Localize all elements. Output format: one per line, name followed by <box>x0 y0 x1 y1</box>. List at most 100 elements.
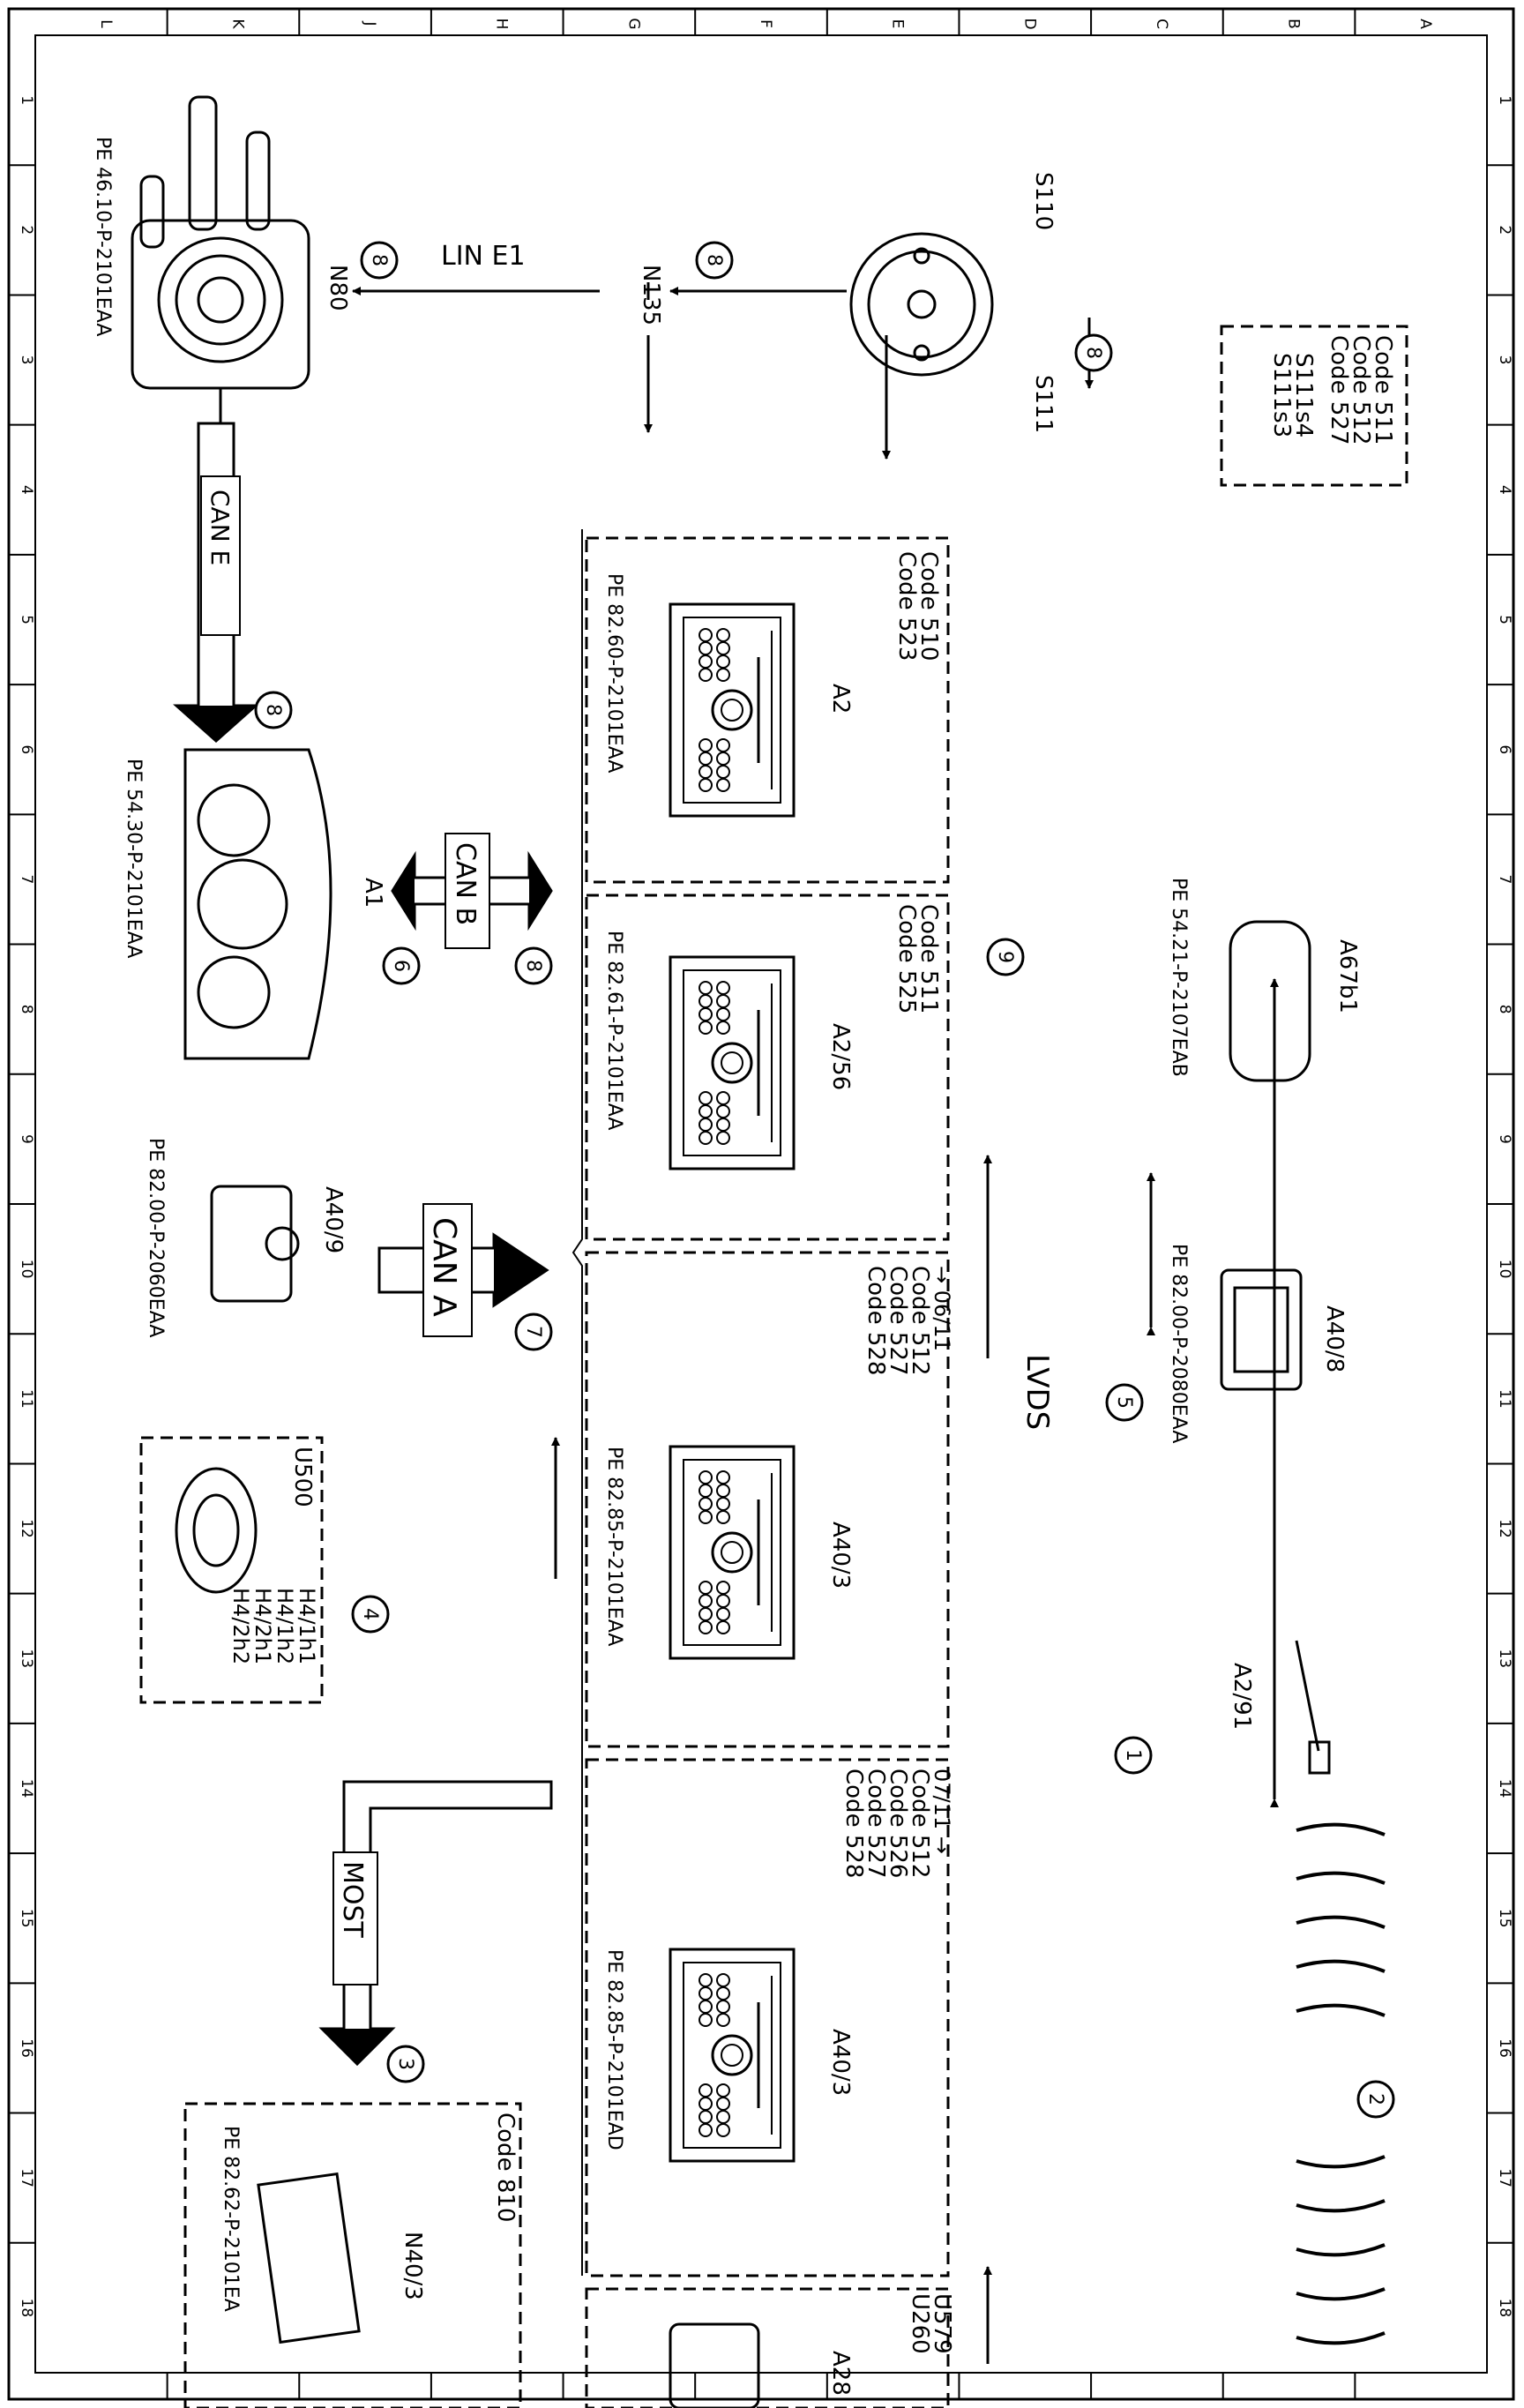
frame-col-number: 8 <box>1496 1005 1513 1014</box>
a1-label: A1 <box>360 878 386 908</box>
a40-8-display-drawing <box>1220 1268 1303 1391</box>
s110-label: S110 <box>1030 172 1057 230</box>
head-unit-bracket <box>572 529 583 2276</box>
marker-8-n80: 8 <box>368 254 390 266</box>
most-label: MOST <box>337 1861 368 1939</box>
a2-56-ref: PE 82.61-P-2101EAA <box>603 931 625 1130</box>
a2-91-label: A2/91 <box>1229 1663 1255 1730</box>
a40-9-label: A40/9 <box>320 1186 347 1253</box>
s111s4-box-text: Code 511 Code 512 Code 527 S111s4 S111s3 <box>1268 335 1396 445</box>
n40-3-amplifier-drawing <box>257 2172 361 2344</box>
frame-col-number: 12 <box>18 1519 35 1538</box>
a2-ref: PE 82.60-P-2101EAA <box>603 573 625 773</box>
frame-col-number: 3 <box>1496 355 1513 365</box>
n80-ref: PE 46.10-P-2101EAA <box>92 137 114 336</box>
u500-title: U500 <box>289 1447 316 1507</box>
a40-3-unit-drawing-2 <box>669 1948 796 2163</box>
frame-row-letter: K <box>228 19 246 29</box>
a40-3-1-code-1: Code 512 <box>907 1266 933 1375</box>
frame-col-number: 7 <box>1496 875 1513 885</box>
frame-col-number: 15 <box>18 1909 35 1928</box>
frame-col-number: 18 <box>1496 2299 1513 2318</box>
frame-row-letter: F <box>757 19 774 28</box>
frame-col-number: 10 <box>18 1260 35 1279</box>
a40-3-2-date: 07/11 → <box>930 1769 954 1854</box>
a40-3-2-code-1: Code 512 <box>907 1769 933 1878</box>
u500-label-1: H4/1h1 <box>295 1588 319 1664</box>
frame-col-number: 7 <box>18 875 35 885</box>
can-a-label: CAN A <box>426 1217 462 1317</box>
a67b1-label: A67b1 <box>1334 939 1361 1013</box>
frame-col-number: 2 <box>1496 225 1513 235</box>
marker-circles <box>254 241 1395 2119</box>
n135-label: N135 <box>638 265 664 325</box>
a2-code-1: Code 510 <box>915 551 942 661</box>
marker-numbers: 1 2 3 4 5 6 7 8 8 8 8 8 9 <box>262 254 1386 2105</box>
n40-3-code: Code 810 <box>492 2113 519 2222</box>
u579-title-1: U579 <box>929 2293 955 2354</box>
a67b1-ref: PE 54.21-P-2107EAB <box>1168 878 1190 1077</box>
a2-56-code-1: Code 511 <box>915 904 942 1013</box>
frame-col-number: 4 <box>18 485 35 495</box>
frame-col-number: 11 <box>18 1389 35 1409</box>
u579-label: A28 <box>827 2351 854 2396</box>
frame-col-number: 9 <box>18 1134 35 1144</box>
a2-box-text: Code 510 Code 523 A2 PE 82.60-P-2101EAA <box>603 551 942 773</box>
a28-drawing <box>669 2322 760 2408</box>
frame-ticks <box>9 9 1513 2399</box>
frame-col-number: 13 <box>1496 1649 1513 1668</box>
a40-3-box-1-text: → 06/11 Code 512 Code 527 Code 528 A40/3… <box>603 1266 954 1646</box>
frame-col-number: 2 <box>18 225 35 235</box>
can-b-label: CAN B <box>450 842 481 925</box>
a40-3-1-ref: PE 82.85-P-2101EAA <box>603 1447 625 1646</box>
frame-col-number: 1 <box>18 95 35 105</box>
u500-box-text: U500 H4/1h1 H4/1h2 H4/2h1 H4/2h2 <box>228 1447 319 1664</box>
frame-col-number: 5 <box>1496 615 1513 624</box>
frame-col-number: 13 <box>18 1649 35 1668</box>
a40-3-2-code-3: Code 527 <box>863 1769 889 1878</box>
frame-col-number: 11 <box>1496 1389 1513 1409</box>
a40-3-1-date: → 06/11 <box>930 1266 954 1351</box>
marker-6: 6 <box>390 960 412 972</box>
marker-5: 5 <box>1113 1396 1135 1409</box>
frame-col-number: 4 <box>1496 485 1513 495</box>
marker-3: 3 <box>394 2058 416 2070</box>
u579-box-text: U579 U260 A28 <box>827 2293 955 2396</box>
frame-row-letter: B <box>1285 19 1303 29</box>
s111s4-code-2: Code 512 <box>1348 335 1374 445</box>
marker-8-s111: 8 <box>1082 347 1104 359</box>
frame-col-number: 14 <box>18 1779 35 1799</box>
n80-label-group: N80 PE 46.10-P-2101EAA <box>92 137 351 336</box>
frame-col-number: 5 <box>18 615 35 624</box>
a1-ref: PE 54.30-P-2101EAA <box>123 759 145 958</box>
a40-3-1-code-2: Code 527 <box>885 1266 911 1375</box>
s111s4-label-1: S111s4 <box>1290 353 1317 437</box>
a2-label: A2 <box>827 684 854 714</box>
frame-col-number: 6 <box>1496 744 1513 754</box>
frame-col-number: 10 <box>1496 1260 1513 1279</box>
a40-3-1-code-3: Code 528 <box>863 1266 889 1375</box>
a40-9-ref: PE 82.00-P-2060EAA <box>145 1138 167 1337</box>
a40-8-ref: PE 82.00-P-2080EAA <box>1168 1244 1190 1443</box>
frame-row-letter: H <box>493 19 511 30</box>
u500-label-2: H4/1h2 <box>273 1588 297 1664</box>
a40-3-2-code-2: Code 526 <box>885 1769 911 1878</box>
a2-unit-drawing <box>669 602 796 818</box>
n40-3-label: N40/3 <box>400 2232 426 2300</box>
marker-4: 4 <box>359 1608 381 1620</box>
a2-56-label: A2/56 <box>827 1023 854 1090</box>
a2-56-unit-drawing <box>669 955 796 1170</box>
frame-col-number: 9 <box>1496 1134 1513 1144</box>
marker-9: 9 <box>994 951 1016 963</box>
u579-title-2: U260 <box>907 2293 933 2354</box>
frame-row-letter: E <box>889 19 907 29</box>
radio-waves <box>1296 1822 1386 2345</box>
a67b1-mirror-drawing <box>1229 920 1311 1082</box>
marker-8-can-e: 8 <box>262 704 284 716</box>
frame-row-letter: A <box>1416 19 1434 29</box>
n40-3-box-text: Code 810 N40/3 PE 82.62-P-2101EA <box>220 2113 519 2312</box>
frame-col-number: 6 <box>18 744 35 754</box>
